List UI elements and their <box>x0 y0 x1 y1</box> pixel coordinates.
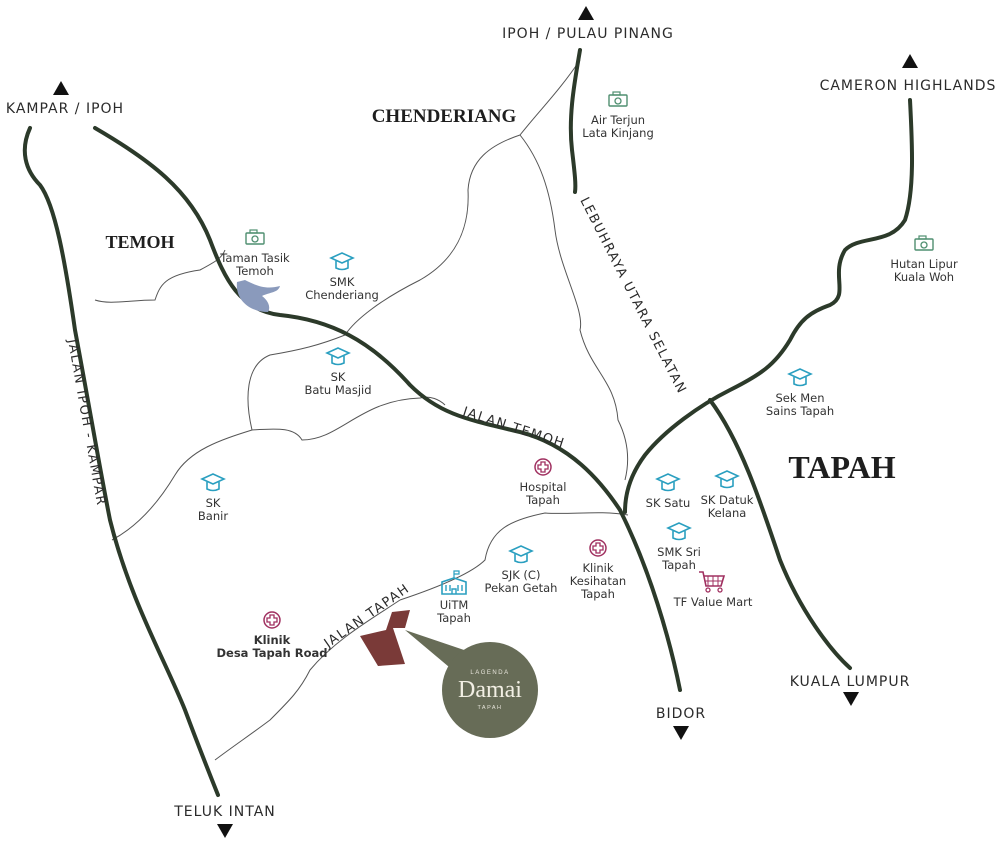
arrow-down-icon <box>843 692 859 706</box>
destination-teluk-intan: TELUK INTAN <box>173 804 276 820</box>
camera-icon <box>914 235 934 251</box>
poi-label: Kelana <box>708 506 747 520</box>
poi-label: Temoh <box>235 264 274 278</box>
svg-text:Damai: Damai <box>458 677 522 703</box>
poi-label: SK Satu <box>646 496 691 510</box>
graduation-cap-icon <box>666 522 692 541</box>
town-chenderiang: CHENDERIANG <box>372 106 517 127</box>
poi-school: SK Satu <box>646 473 691 510</box>
poi-label: SK <box>206 496 221 510</box>
poi-label: SK <box>331 370 346 384</box>
poi-label: Pekan Getah <box>485 581 558 595</box>
poi-school: SJK (C)Pekan Getah <box>485 545 558 595</box>
poi-label: Air Terjun <box>591 113 645 127</box>
minor-roads <box>94 59 629 761</box>
poi-label: Tapah <box>436 611 471 625</box>
lagenda-damai-logo: LAGENDA Damai TAPAH <box>442 642 538 738</box>
poi-label: SK Datuk <box>701 493 754 507</box>
medical-cross-icon <box>589 539 607 557</box>
poi-label: Desa Tapah Road <box>216 646 327 660</box>
poi-label: Hutan Lipur <box>890 257 958 271</box>
lagenda-damai-plot <box>360 610 410 666</box>
poi-label: Taman Tasik <box>219 251 290 265</box>
poi-label: Chenderiang <box>305 288 379 302</box>
town-tapah: TAPAH <box>788 449 895 485</box>
destination-kuala-lumpur: KUALA LUMPUR <box>790 674 911 690</box>
poi-label: SMK <box>330 275 355 289</box>
graduation-cap-icon <box>714 470 740 489</box>
poi-label: SMK Sri <box>657 545 701 559</box>
camera-icon <box>245 229 265 245</box>
graduation-cap-icon <box>325 347 351 366</box>
poi-label: Hospital <box>520 480 567 494</box>
destination-ipoh-penang: IPOH / PULAU PINANG <box>502 26 674 42</box>
poi-label: Sek Men <box>776 391 825 405</box>
poi-label: SJK (C) <box>502 568 541 582</box>
major-roads <box>22 48 915 797</box>
arrow-down-icon <box>673 726 689 740</box>
poi-label: Kesihatan <box>570 574 626 588</box>
medical-cross-icon <box>263 611 281 629</box>
university-building-icon <box>441 570 467 595</box>
destinations: IPOH / PULAU PINANG KAMPAR / IPOH CAMERO… <box>6 6 997 838</box>
arrow-down-icon <box>217 824 233 838</box>
graduation-cap-icon <box>655 473 681 492</box>
poi-label: Klinik <box>582 561 613 575</box>
graduation-cap-icon <box>200 473 226 492</box>
poi-label: Banir <box>198 509 228 523</box>
poi-label: TF Value Mart <box>673 595 753 609</box>
poi-label: Tapah <box>580 587 615 601</box>
svg-text:LAGENDA: LAGENDA <box>470 670 509 676</box>
graduation-cap-icon <box>329 252 355 271</box>
poi-label: Tapah <box>525 493 560 507</box>
shopping-cart-icon <box>699 571 726 593</box>
poi-label: Kuala Woh <box>894 270 954 284</box>
arrow-up-icon <box>578 6 594 20</box>
poi-label: Lata Kinjang <box>582 126 654 140</box>
destination-bidor: BIDOR <box>656 706 706 722</box>
road-label-jalan-temoh: JALAN TEMOH <box>460 404 567 452</box>
destination-kampar-ipoh: KAMPAR / IPOH <box>6 101 124 117</box>
town-temoh: TEMOH <box>105 232 174 252</box>
arrow-up-icon <box>902 54 918 68</box>
svg-text:TAPAH: TAPAH <box>477 705 502 711</box>
graduation-cap-icon <box>508 545 534 564</box>
poi-label: Sains Tapah <box>766 404 834 418</box>
medical-cross-icon <box>534 458 552 476</box>
poi-label: Tapah <box>661 558 696 572</box>
poi-label: Batu Masjid <box>304 383 371 397</box>
poi-shopping: TF Value Mart <box>673 571 753 609</box>
poi-label: Klinik <box>254 633 291 647</box>
road-label-jalan-ipoh-kampar: JALAN IPOH - KAMPAR <box>64 337 108 507</box>
lake-taman-tasik <box>236 280 280 312</box>
arrow-up-icon <box>53 81 69 95</box>
poi-label: UiTM <box>440 598 469 612</box>
graduation-cap-icon <box>787 368 813 387</box>
road-label-lebuhraya: LEBUHRAYA UTARA SELATAN <box>576 195 689 397</box>
camera-icon <box>608 91 628 107</box>
destination-cameron-highlands: CAMERON HIGHLANDS <box>820 78 997 94</box>
